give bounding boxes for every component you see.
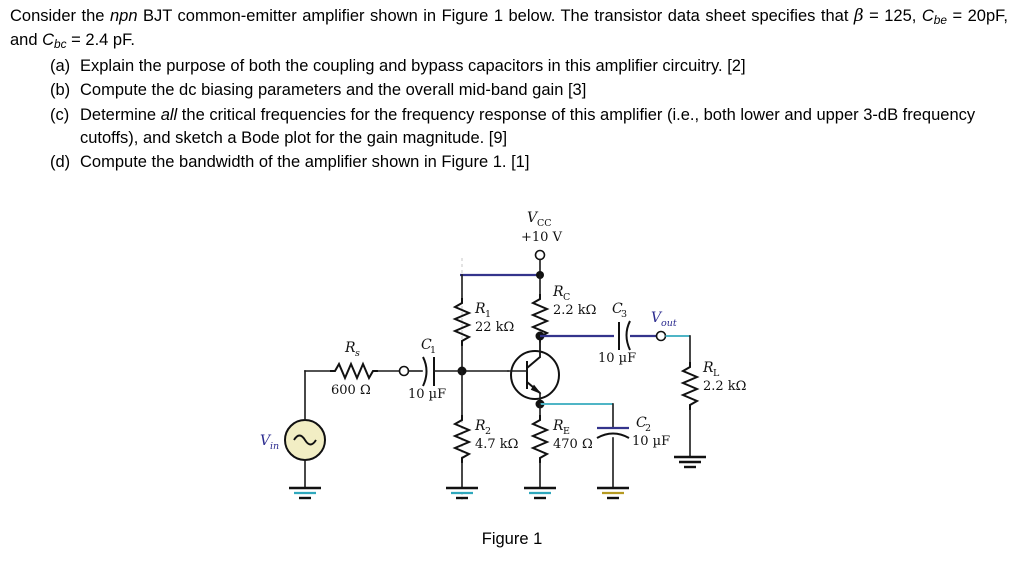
- question-item-b: (b) Compute the dc biasing parameters an…: [10, 79, 1010, 102]
- label-rl-subscript: L: [713, 368, 720, 379]
- label-re-subscript: E: [563, 426, 570, 437]
- resistor-r1: [452, 298, 472, 346]
- label-r2-value: 4.7 kΩ: [475, 437, 518, 452]
- circuit-figure: V CC +10 V R C 2.2 kΩ R 1 22 kΩ R 2 4.7 …: [0, 200, 1024, 570]
- figure-caption: Figure 1: [481, 530, 543, 548]
- resistor-rl: [680, 362, 700, 410]
- cbe-value: = 20pF, and: [10, 7, 1008, 49]
- question-item-d: (d) Compute the bandwidth of the amplifi…: [10, 151, 1010, 174]
- question-list: (a) Explain the purpose of both the coup…: [10, 55, 1010, 175]
- label-vcc-subscript: CC: [537, 218, 552, 229]
- input-terminal: [398, 365, 410, 377]
- question-block: Consider the npn BJT common-emitter ampl…: [10, 4, 1010, 175]
- label-c1-subscript: 1: [430, 345, 436, 356]
- label-r2-symbol: R: [474, 418, 486, 434]
- label-rs-value: 600 Ω: [331, 383, 371, 398]
- label-vin-subscript: in: [270, 441, 279, 452]
- resistor-r2: [452, 415, 472, 463]
- label-vout-subscript: out: [661, 318, 677, 329]
- vout-terminal: [655, 330, 667, 342]
- label-r1-symbol: R: [474, 301, 486, 317]
- label-re-symbol: R: [552, 418, 564, 434]
- question-text-c-emphasis: all: [160, 105, 178, 124]
- label-c3-symbol: C: [612, 301, 623, 317]
- question-item-a: (a) Explain the purpose of both the coup…: [10, 55, 1010, 78]
- beta-symbol: β: [853, 5, 864, 25]
- label-c3-subscript: 3: [621, 309, 627, 320]
- label-c2-value: 10 µF: [632, 434, 670, 449]
- label-c1-symbol: C: [421, 337, 432, 353]
- beta-value: = 125,: [863, 7, 922, 25]
- npn-keyword: npn: [109, 7, 138, 25]
- label-r2-subscript: 2: [485, 426, 491, 437]
- resistor-re: [530, 415, 550, 463]
- circuit-schematic: V CC +10 V R C 2.2 kΩ R 1 22 kΩ R 2 4.7 …: [260, 210, 746, 500]
- question-text-c-part1: Determine: [80, 105, 161, 124]
- cbe-subscript: be: [933, 12, 948, 27]
- transistor-envelope: [510, 350, 560, 400]
- label-rl-symbol: R: [702, 360, 714, 376]
- question-item-c: (c) Determine all the critical frequenci…: [10, 104, 1010, 151]
- capacitor-c2-plate-bottom: [596, 432, 630, 439]
- label-vin-symbol: V: [260, 433, 272, 449]
- cbc-subscript: bc: [54, 36, 67, 51]
- question-marker-d: (d): [50, 153, 71, 172]
- label-vcc-symbol: V: [527, 210, 539, 226]
- label-c2-subscript: 2: [645, 423, 651, 434]
- question-text-a: Explain the purpose of both the coupling…: [80, 56, 746, 75]
- label-rs-subscript: s: [355, 348, 360, 359]
- label-rc-symbol: R: [552, 284, 564, 300]
- cbc-value: = 2.4 pF.: [66, 30, 135, 49]
- label-c1-value: 10 µF: [408, 387, 446, 402]
- intro-text-2: BJT common-emitter amplifier shown in Fi…: [137, 7, 854, 25]
- question-marker-a: (a): [50, 56, 71, 75]
- resistor-rs: [330, 361, 378, 381]
- label-r1-value: 22 kΩ: [475, 320, 514, 335]
- vcc-terminal: [534, 249, 546, 261]
- question-marker-b: (b): [50, 81, 71, 100]
- cbe-symbol: C: [921, 7, 934, 25]
- transistor-emitter-arrow: [530, 384, 542, 395]
- label-rc-value: 2.2 kΩ: [553, 303, 596, 318]
- question-text-b: Compute the dc biasing parameters and th…: [80, 81, 587, 100]
- question-text-d: Compute the bandwidth of the amplifier s…: [80, 153, 530, 172]
- transistor-collector-lead: [526, 356, 541, 369]
- intro-text-1: Consider the: [10, 7, 110, 25]
- cbc-symbol: C: [42, 30, 55, 49]
- label-rs-symbol: R: [344, 340, 356, 356]
- sine-wave-icon: [293, 434, 317, 446]
- label-rc-subscript: C: [563, 292, 570, 303]
- question-text-c-part2: the critical frequencies for the frequen…: [80, 105, 976, 147]
- label-re-value: 470 Ω: [553, 437, 593, 452]
- question-marker-c: (c): [50, 105, 70, 124]
- label-vout-symbol: V: [651, 310, 663, 326]
- label-c3-value: 10 µF: [598, 351, 636, 366]
- capacitor-c3-plate-right: [625, 320, 631, 351]
- label-rl-value: 2.2 kΩ: [703, 379, 746, 394]
- label-vcc-value: +10 V: [521, 230, 563, 245]
- question-text-c: Determine all the critical frequencies f…: [80, 104, 1010, 151]
- capacitor-c1-plate-left: [422, 356, 428, 387]
- question-intro: Consider the npn BJT common-emitter ampl…: [10, 4, 1010, 53]
- label-r1-subscript: 1: [485, 309, 491, 320]
- label-c2-symbol: C: [636, 415, 647, 431]
